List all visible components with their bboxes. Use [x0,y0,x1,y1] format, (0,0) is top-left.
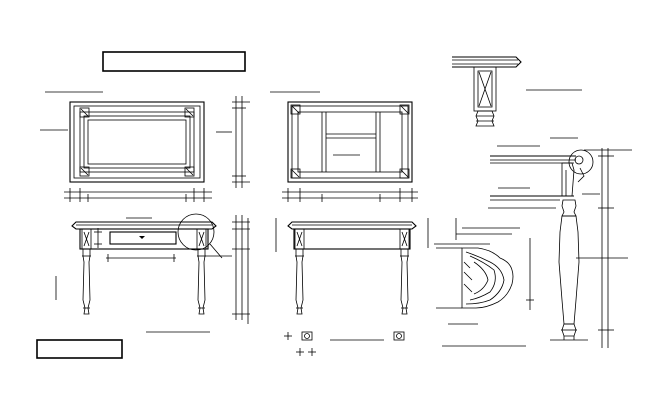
corner-section-detail [488,137,632,348]
table-front-elevation [55,213,250,333]
section-symbols [284,331,405,356]
table-side-elevation [275,218,429,315]
title-box-top [102,51,246,72]
edge-profile-detail [452,56,582,127]
table-section-plan-view [270,91,418,202]
moulding-profile-detail [434,218,526,347]
title-box-bottom [36,339,123,359]
table-top-plan-view [40,91,250,202]
